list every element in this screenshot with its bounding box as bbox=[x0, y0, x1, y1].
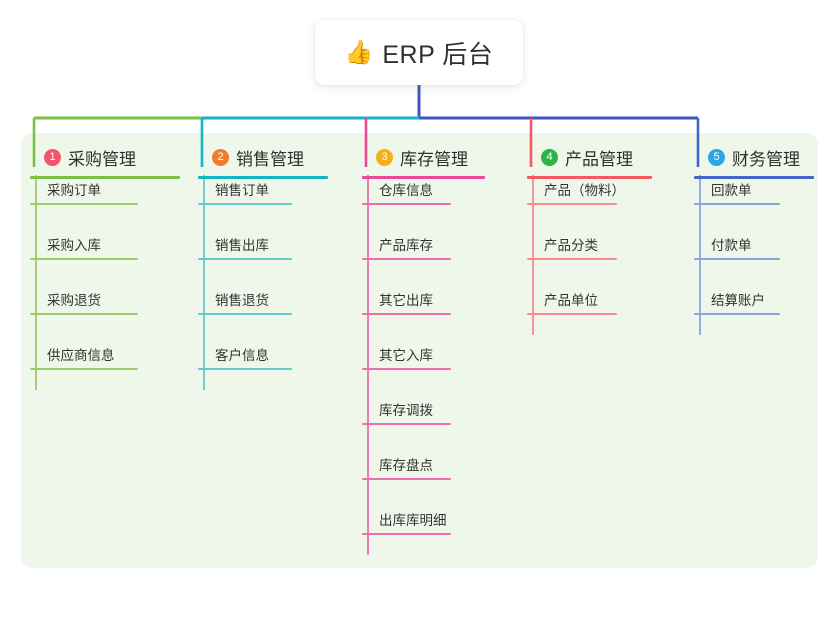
leaf-item-underline bbox=[527, 203, 617, 205]
leaf-item[interactable]: 其它出库 bbox=[362, 289, 451, 315]
leaf-list: 回款单付款单结算账户 bbox=[694, 179, 814, 404]
branch-title: 产品管理 bbox=[565, 149, 633, 169]
leaf-item-label: 付款单 bbox=[711, 238, 752, 253]
leaf-item-label: 产品单位 bbox=[544, 293, 598, 308]
leaf-item[interactable]: 库存盘点 bbox=[362, 454, 451, 480]
leaf-item-underline bbox=[30, 368, 138, 370]
leaf-item-underline bbox=[198, 368, 292, 370]
leaf-list: 采购订单采购入库采购退货供应商信息 bbox=[30, 179, 180, 459]
branch-title: 采购管理 bbox=[68, 149, 136, 169]
leaf-item-underline bbox=[30, 203, 138, 205]
leaf-item-label: 产品库存 bbox=[379, 238, 433, 253]
leaf-item[interactable]: 供应商信息 bbox=[30, 344, 138, 370]
leaf-item-label: 销售订单 bbox=[215, 183, 269, 198]
leaf-item-label: 采购入库 bbox=[47, 238, 101, 253]
leaf-item[interactable]: 仓库信息 bbox=[362, 179, 451, 205]
branch-underline bbox=[198, 176, 328, 179]
leaf-item[interactable]: 产品库存 bbox=[362, 234, 451, 260]
branch-header-1[interactable]: 1 采购管理 bbox=[30, 145, 180, 169]
leaf-item[interactable]: 销售订单 bbox=[198, 179, 292, 205]
branch-column-3: 3 库存管理仓库信息产品库存其它出库其它入库库存调拨库存盘点出库库明细 bbox=[362, 145, 485, 624]
branch-number-badge: 1 bbox=[44, 148, 61, 166]
leaf-item[interactable]: 产品（物料） bbox=[527, 179, 625, 205]
leaf-item-underline bbox=[30, 313, 138, 315]
branch-number-badge: 4 bbox=[541, 148, 558, 166]
leaf-item-label: 其它出库 bbox=[379, 293, 433, 308]
branch-underline bbox=[30, 176, 180, 179]
leaf-item-label: 库存盘点 bbox=[379, 458, 433, 473]
diagram-background-panel bbox=[21, 133, 818, 568]
leaf-item-label: 产品分类 bbox=[544, 238, 598, 253]
leaf-item[interactable]: 采购入库 bbox=[30, 234, 138, 260]
leaf-item-label: 客户信息 bbox=[215, 348, 269, 363]
leaf-item-underline bbox=[362, 478, 451, 480]
leaf-item-underline bbox=[694, 313, 780, 315]
branch-header-3[interactable]: 3 库存管理 bbox=[362, 145, 485, 169]
branch-title: 库存管理 bbox=[400, 149, 468, 169]
leaf-list: 销售订单销售出库销售退货客户信息 bbox=[198, 179, 328, 459]
leaf-item-label: 结算账户 bbox=[711, 293, 765, 308]
leaf-item-label: 回款单 bbox=[711, 183, 752, 198]
leaf-item-underline bbox=[362, 203, 451, 205]
leaf-item-label: 采购退货 bbox=[47, 293, 101, 308]
leaf-item-label: 供应商信息 bbox=[47, 348, 115, 363]
thumbs-up-icon: 👍 bbox=[344, 39, 374, 65]
leaf-item[interactable]: 采购订单 bbox=[30, 179, 138, 205]
branch-underline bbox=[527, 176, 652, 179]
root-node-erp-backend[interactable]: 👍 ERP 后台 bbox=[315, 20, 523, 85]
branch-number-badge: 5 bbox=[708, 148, 725, 166]
leaf-item-underline bbox=[362, 313, 451, 315]
leaf-item-underline bbox=[30, 258, 138, 260]
leaf-item-label: 销售退货 bbox=[215, 293, 269, 308]
leaf-item-label: 产品（物料） bbox=[544, 183, 625, 198]
leaf-item[interactable]: 付款单 bbox=[694, 234, 780, 260]
leaf-item-label: 其它入库 bbox=[379, 348, 433, 363]
leaf-item-underline bbox=[694, 258, 780, 260]
leaf-item-underline bbox=[198, 258, 292, 260]
branch-number-badge: 2 bbox=[212, 148, 229, 166]
leaf-item-label: 出库库明细 bbox=[379, 513, 447, 528]
leaf-item-label: 采购订单 bbox=[47, 183, 101, 198]
branch-column-1: 1 采购管理采购订单采购入库采购退货供应商信息 bbox=[30, 145, 180, 459]
leaf-item[interactable]: 采购退货 bbox=[30, 289, 138, 315]
branch-number-badge: 3 bbox=[376, 148, 393, 166]
leaf-item-underline bbox=[694, 203, 780, 205]
leaf-item[interactable]: 回款单 bbox=[694, 179, 780, 205]
branch-title: 销售管理 bbox=[236, 149, 304, 169]
leaf-item-underline bbox=[362, 368, 451, 370]
leaf-item[interactable]: 库存调拨 bbox=[362, 399, 451, 425]
leaf-item-label: 仓库信息 bbox=[379, 183, 433, 198]
leaf-item-underline bbox=[527, 313, 617, 315]
leaf-item[interactable]: 客户信息 bbox=[198, 344, 292, 370]
branch-column-4: 4 产品管理产品（物料） 产品分类产品单位 bbox=[527, 145, 652, 404]
leaf-list: 仓库信息产品库存其它出库其它入库库存调拨库存盘点出库库明细 bbox=[362, 179, 485, 624]
mindmap-canvas: 👍 ERP 后台 1 采购管理采购订单采购入库采购退货供应商信息 2 销售管理销售订单… bbox=[21, 20, 818, 568]
branch-underline bbox=[362, 176, 485, 179]
leaf-item-underline bbox=[362, 423, 451, 425]
leaf-item-underline bbox=[198, 313, 292, 315]
leaf-item-underline bbox=[362, 533, 451, 535]
branch-underline bbox=[694, 176, 814, 179]
branch-header-5[interactable]: 5 财务管理 bbox=[694, 145, 814, 169]
leaf-item[interactable]: 结算账户 bbox=[694, 289, 780, 315]
branch-header-2[interactable]: 2 销售管理 bbox=[198, 145, 328, 169]
leaf-item[interactable]: 产品单位 bbox=[527, 289, 617, 315]
leaf-item[interactable]: 出库库明细 bbox=[362, 509, 451, 535]
branch-column-2: 2 销售管理销售订单销售出库销售退货客户信息 bbox=[198, 145, 328, 459]
leaf-list: 产品（物料） 产品分类产品单位 bbox=[527, 179, 652, 404]
leaf-item-label: 库存调拨 bbox=[379, 403, 433, 418]
leaf-item[interactable]: 销售出库 bbox=[198, 234, 292, 260]
leaf-item[interactable]: 销售退货 bbox=[198, 289, 292, 315]
leaf-item-label: 销售出库 bbox=[215, 238, 269, 253]
root-node-title: ERP 后台 bbox=[382, 40, 494, 69]
branch-title: 财务管理 bbox=[732, 149, 800, 169]
leaf-item[interactable]: 产品分类 bbox=[527, 234, 617, 260]
branch-header-4[interactable]: 4 产品管理 bbox=[527, 145, 652, 169]
leaf-item-underline bbox=[198, 203, 292, 205]
leaf-item[interactable]: 其它入库 bbox=[362, 344, 451, 370]
leaf-item-underline bbox=[527, 258, 617, 260]
leaf-item-underline bbox=[362, 258, 451, 260]
branch-column-5: 5 财务管理回款单付款单结算账户 bbox=[694, 145, 814, 404]
